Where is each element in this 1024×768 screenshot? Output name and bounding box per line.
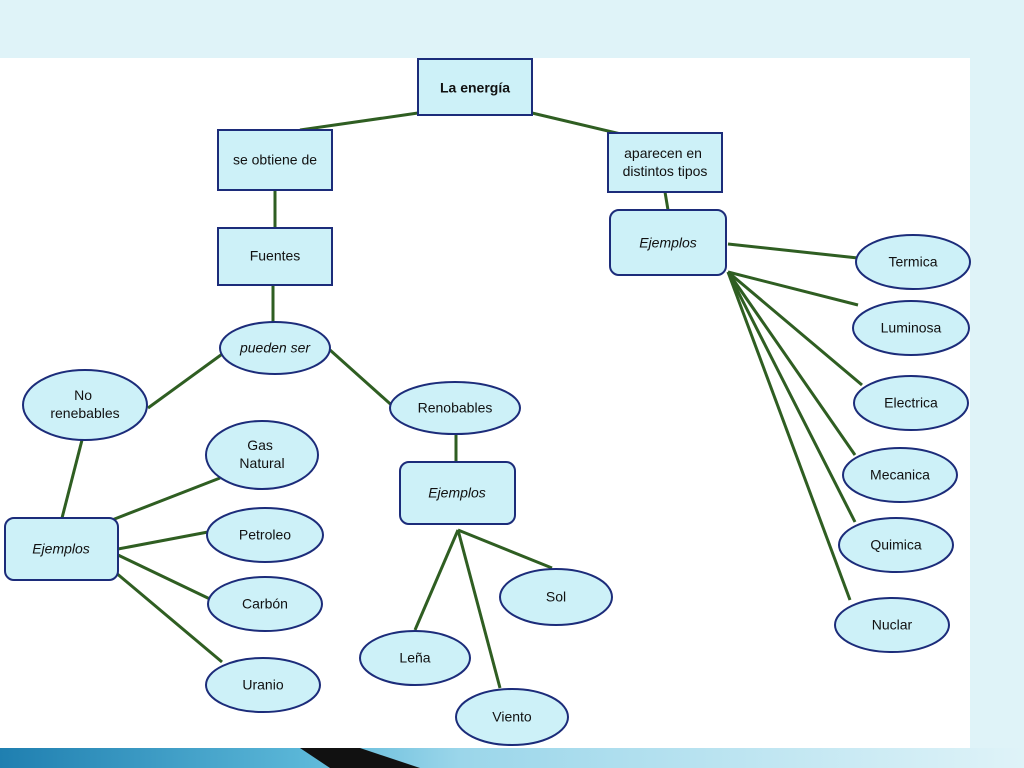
edge-ej3-termica	[727, 242, 859, 260]
node-aparecen: aparecen en distintos tipos	[607, 132, 723, 193]
node-gas-natural: Gas Natural	[205, 420, 319, 490]
node-carbon: Carbón	[207, 576, 323, 632]
no-renovables-label: No renebables	[50, 387, 119, 421]
edge-pueden-renov	[328, 348, 399, 412]
node-renovables: Renobables	[389, 381, 521, 435]
luminosa-label: Luminosa	[881, 320, 942, 336]
edge-ej3-mecanica	[726, 271, 857, 456]
edge-ej3-electrica	[727, 270, 863, 387]
edges	[60, 111, 863, 689]
lena-label: Leña	[399, 650, 430, 666]
quimica-label: Quimica	[870, 537, 922, 553]
edge-root-aparecen	[531, 111, 626, 137]
carbon-label: Carbón	[242, 596, 288, 612]
edge-root-obtiene	[299, 111, 419, 132]
fuentes-label: Fuentes	[250, 248, 301, 264]
edge-norenov-ejemplos	[60, 439, 84, 519]
node-petroleo: Petroleo	[206, 507, 324, 563]
root-label: La energía	[440, 80, 510, 96]
bottom-decoration	[0, 748, 1024, 768]
node-pueden-ser: pueden ser	[219, 321, 331, 375]
edge-ej3-luminosa	[727, 270, 859, 307]
edge-ej1-carbon	[117, 553, 213, 602]
edge-ej3-quimica	[726, 271, 857, 523]
node-fuentes: Fuentes	[217, 227, 333, 286]
mecanica-label: Mecanica	[870, 467, 930, 483]
uranio-label: Uranio	[242, 677, 283, 693]
ejemplos-label: Ejemplos	[428, 485, 486, 501]
aparecen-label: aparecen en distintos tipos	[623, 145, 708, 179]
renovables-label: Renobables	[418, 400, 493, 416]
node-ejemplos-renovables: Ejemplos	[399, 461, 516, 525]
edge-aparecen-ejemplos	[663, 191, 670, 211]
node-nuclar: Nuclar	[834, 597, 950, 653]
node-se-obtiene-de: se obtiene de	[217, 129, 333, 191]
edge-ej3-nuclar	[726, 271, 852, 601]
ejemplos-label: Ejemplos	[32, 541, 90, 557]
node-sol: Sol	[499, 568, 613, 626]
node-ejemplos-no-renovables: Ejemplos	[4, 517, 119, 581]
node-electrica: Electrica	[853, 375, 969, 431]
node-ejemplos-tipos: Ejemplos	[609, 209, 727, 276]
termica-label: Termica	[888, 254, 937, 270]
gas-natural-label: Gas Natural	[239, 437, 284, 471]
edge-ej2-viento	[456, 529, 502, 689]
pueden-ser-label: pueden ser	[239, 340, 311, 356]
nuclar-label: Nuclar	[872, 617, 913, 633]
node-viento: Viento	[455, 688, 569, 746]
node-termica: Termica	[855, 234, 971, 290]
node-uranio: Uranio	[205, 657, 321, 713]
electrica-label: Electrica	[884, 395, 938, 411]
node-root: La energía	[417, 58, 533, 116]
node-quimica: Quimica	[838, 517, 954, 573]
viento-label: Viento	[492, 709, 532, 725]
ejemplos-label: Ejemplos	[639, 235, 697, 251]
edge-pueden-norenov	[147, 350, 226, 410]
edge-ej2-sol	[457, 528, 553, 570]
edge-ej1-petroleo	[117, 530, 209, 551]
petroleo-label: Petroleo	[239, 527, 291, 543]
node-mecanica: Mecanica	[842, 447, 958, 503]
se-obtiene-label: se obtiene de	[233, 152, 317, 168]
node-no-renovables: No renebables	[22, 369, 148, 441]
sol-label: Sol	[546, 589, 566, 605]
node-lena: Leña	[359, 630, 471, 686]
edge-ej2-lena	[413, 529, 460, 631]
edge-ej1-uranio	[114, 570, 223, 664]
edge-ej1-gas	[111, 476, 221, 522]
node-luminosa: Luminosa	[852, 300, 970, 356]
